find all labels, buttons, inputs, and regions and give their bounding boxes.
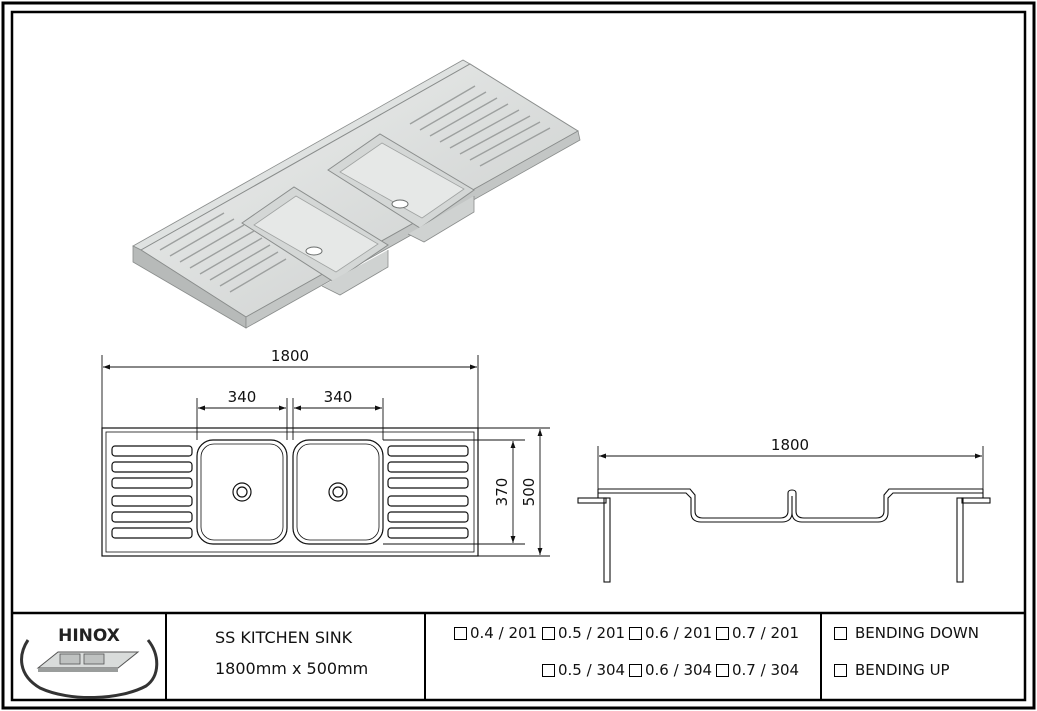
option-0.7-304[interactable]: 0.7 / 304 <box>716 661 799 679</box>
checkbox[interactable] <box>629 663 642 677</box>
dim-bowl-depth-label: 370 <box>493 478 511 507</box>
checkbox[interactable] <box>834 626 847 640</box>
option-0.5-201[interactable]: 0.5 / 201 <box>542 624 625 642</box>
bending-options-cell: BENDING DOWN BENDING UP <box>820 613 1025 700</box>
dim-overall-depth-label: 500 <box>520 478 538 507</box>
dim-side-length-label: 1800 <box>771 436 809 454</box>
logo-cell <box>12 613 165 700</box>
dim-right-bowl-label: 340 <box>324 388 353 406</box>
title-block: SS KITCHEN SINK 1800mm x 500mm 0.4 / 201… <box>12 613 1025 700</box>
option-0.4-201[interactable]: 0.4 / 201 <box>454 624 537 642</box>
option-bending-up[interactable]: BENDING UP <box>834 661 950 679</box>
option-bending-down[interactable]: BENDING DOWN <box>834 624 979 642</box>
logo-text: HINOX <box>58 626 120 646</box>
product-name: SS KITCHEN SINK <box>215 628 353 647</box>
checkbox[interactable] <box>542 663 555 677</box>
dim-length-label: 1800 <box>271 347 309 365</box>
inner-border <box>10 10 1027 702</box>
right-drain-hole <box>328 482 348 502</box>
plan-view <box>101 427 479 557</box>
checkbox[interactable] <box>716 663 729 677</box>
left-drain-hole <box>232 482 252 502</box>
material-options-cell: 0.4 / 201 0.5 / 201 0.6 / 201 0.7 / 201 … <box>424 613 820 700</box>
hinox-logo: HINOX <box>20 626 159 700</box>
checkbox[interactable] <box>454 626 467 640</box>
checkbox[interactable] <box>834 663 847 677</box>
side-view <box>577 488 991 583</box>
plan-dimensions <box>101 355 550 557</box>
option-0.5-304[interactable]: 0.5 / 304 <box>542 661 625 679</box>
option-0.6-304[interactable]: 0.6 / 304 <box>629 661 712 679</box>
description-cell: SS KITCHEN SINK 1800mm x 500mm <box>165 613 424 700</box>
option-0.7-201[interactable]: 0.7 / 201 <box>716 624 799 642</box>
checkbox[interactable] <box>716 626 729 640</box>
product-size: 1800mm x 500mm <box>215 659 369 678</box>
option-0.6-201[interactable]: 0.6 / 201 <box>629 624 712 642</box>
checkbox[interactable] <box>542 626 555 640</box>
dim-left-bowl-label: 340 <box>228 388 257 406</box>
checkbox[interactable] <box>629 626 642 640</box>
side-dimensions <box>597 446 984 489</box>
isometric-sink-view <box>132 59 581 329</box>
